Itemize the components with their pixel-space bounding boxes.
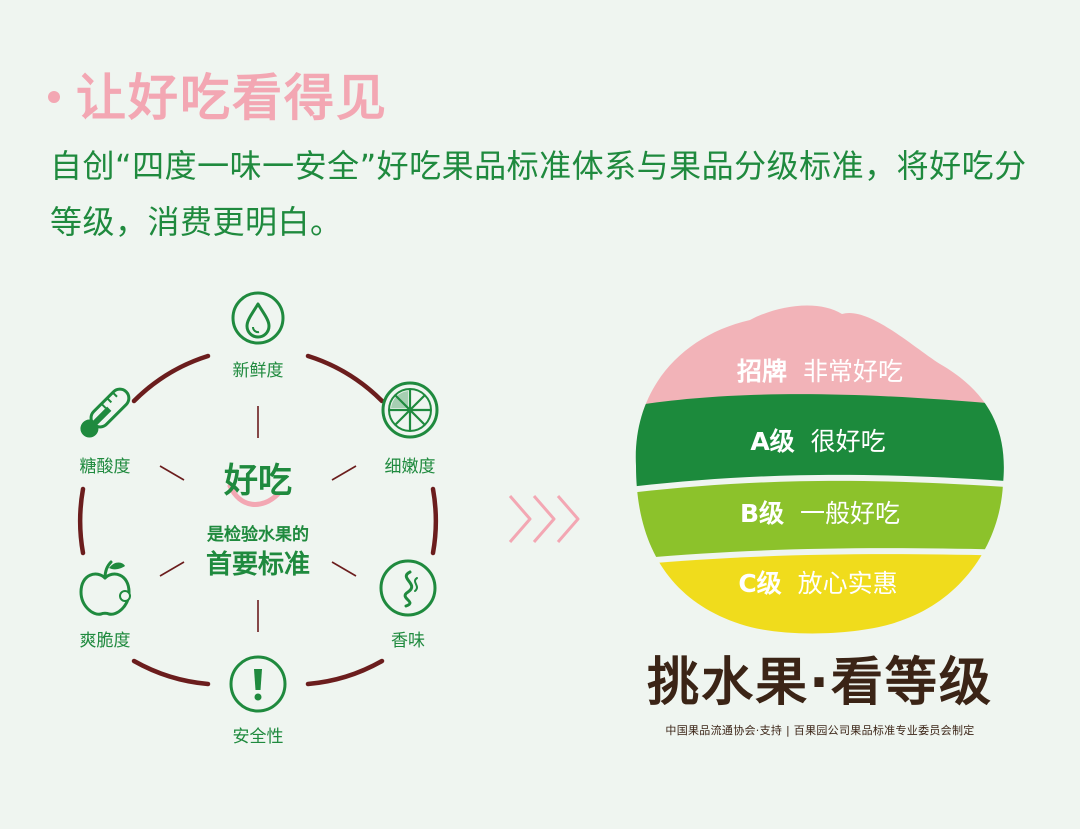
grade-peach: 招牌 非常好吃 A级 很好吃 B级 一般好吃 C级 放心实惠 bbox=[635, 305, 1004, 634]
wheel-arc bbox=[430, 486, 439, 556]
grade-tag-c: C级 bbox=[738, 569, 781, 598]
chevrons-right-icon bbox=[508, 495, 580, 543]
center-title: 好吃 bbox=[223, 461, 292, 501]
svg-text:C级 放心实惠: C级 放心实惠 bbox=[738, 569, 897, 598]
grade-tag-signature: 招牌 bbox=[737, 357, 787, 386]
wheel-spoke bbox=[331, 561, 357, 577]
center-line1: 是检验水果的 bbox=[207, 524, 309, 545]
wheel-spoke bbox=[159, 561, 185, 577]
citrus-slice-icon bbox=[381, 381, 439, 439]
bullet-dot-icon bbox=[48, 91, 60, 103]
quality-wheel: 新鲜度 细嫩度 香味 安全性 爽脆度 bbox=[77, 291, 439, 747]
section-heading: 让好吃看得见 bbox=[48, 58, 388, 130]
wheel-arc bbox=[131, 353, 211, 404]
wheel-arc bbox=[131, 658, 211, 687]
wheel-spoke bbox=[159, 465, 185, 481]
wheel-arcs bbox=[77, 353, 439, 687]
svg-text:招牌 非常好吃: 招牌 非常好吃 bbox=[737, 357, 903, 386]
wheel-label-safety: 安全性 bbox=[233, 727, 284, 747]
wheel-label-sugar-acid: 糖酸度 bbox=[80, 457, 131, 477]
brand-slogan: 挑水果·看等级 bbox=[647, 653, 993, 713]
grade-desc-c: 放心实惠 bbox=[798, 569, 898, 598]
smile-swoosh bbox=[227, 483, 281, 507]
svg-text:A级 很好吃: A级 很好吃 bbox=[750, 427, 885, 456]
water-drop-icon bbox=[231, 291, 285, 345]
center-line2: 首要标准 bbox=[206, 549, 310, 580]
grade-band-a bbox=[635, 394, 1004, 488]
wheel-label-freshness: 新鲜度 bbox=[233, 361, 284, 381]
grade-desc-signature: 非常好吃 bbox=[803, 357, 903, 386]
wheel-label-crispness: 爽脆度 bbox=[80, 631, 131, 651]
intro-text: 自创“四度一味一安全”好吃果品标准体系与果品分级标准，将好吃分等级，消费更明白。 bbox=[50, 147, 1027, 241]
grade-band-b bbox=[635, 480, 1004, 560]
apple-icon bbox=[79, 560, 131, 616]
section-title: 让好吃看得见 bbox=[76, 69, 388, 127]
wheel-arc bbox=[305, 353, 385, 404]
brand-footnote: 中国果品流通协会·支持 | 百果园公司果品标准专业委员会制定 bbox=[665, 724, 975, 737]
wheel-label-aroma: 香味 bbox=[391, 631, 425, 651]
aroma-swirl-icon bbox=[379, 559, 437, 617]
svg-text:B级 一般好吃: B级 一般好吃 bbox=[740, 499, 900, 528]
wheel-spokes bbox=[159, 406, 357, 632]
grade-desc-a: 很好吃 bbox=[811, 427, 886, 456]
grade-tag-b: B级 bbox=[740, 499, 784, 528]
grade-desc-b: 一般好吃 bbox=[800, 499, 900, 528]
wheel-arc bbox=[77, 486, 86, 556]
grade-tag-a: A级 bbox=[750, 427, 794, 456]
wheel-label-tenderness: 细嫩度 bbox=[385, 457, 436, 477]
wheel-spoke bbox=[331, 465, 357, 481]
thermometer-icon bbox=[80, 387, 131, 438]
exclamation-icon bbox=[229, 655, 287, 713]
wheel-arc bbox=[305, 658, 385, 687]
